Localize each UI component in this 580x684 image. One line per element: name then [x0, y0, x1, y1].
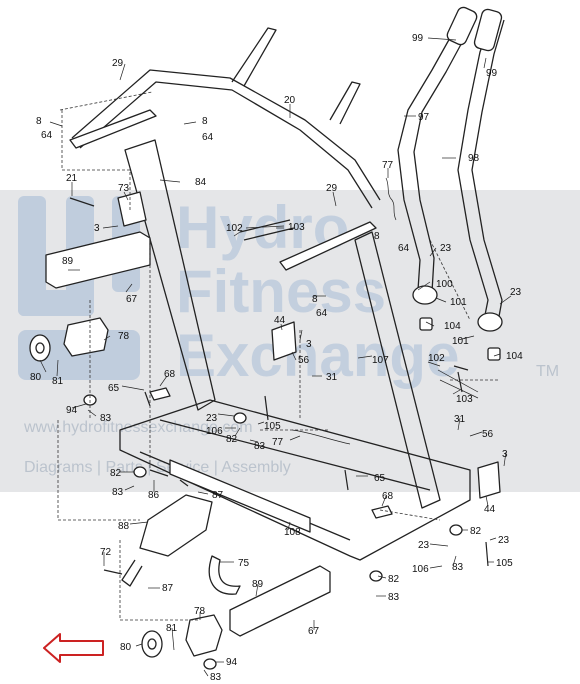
part-label: 87: [162, 583, 174, 594]
part-label: 84: [195, 177, 207, 188]
leader-lines: [39, 37, 512, 677]
part-label: 100: [436, 279, 453, 290]
part-label: 82: [226, 434, 238, 445]
part-label: 23: [206, 413, 218, 424]
part-label: 68: [164, 369, 176, 380]
treadmill-frame-drawing: [29, 6, 505, 670]
part-label: 68: [382, 491, 394, 502]
part-label: 78: [118, 331, 130, 342]
part-label: 67: [126, 294, 138, 305]
part-label: 23: [418, 540, 430, 551]
part-label: 80: [120, 642, 132, 653]
watermark-url: www.hydrofitnessexchange.com: [23, 419, 253, 436]
watermark-trademark: TM: [536, 363, 559, 380]
part-label: 83: [452, 562, 464, 573]
part-label: 64: [316, 308, 328, 319]
part-label: 89: [62, 256, 74, 267]
part-label: 83: [254, 441, 266, 452]
part-label: 44: [484, 504, 496, 515]
part-labels: 29 20 99 99 97 98 8 64 8 64 84 77 21 73 …: [30, 33, 523, 683]
part-label: 8: [374, 231, 380, 242]
part-label: 23: [510, 287, 522, 298]
part-label: 78: [194, 606, 206, 617]
part-label: 99: [486, 68, 498, 79]
part-label: 29: [112, 58, 124, 69]
part-label: 31: [454, 414, 466, 425]
part-label: 104: [444, 321, 461, 332]
part-label: 8: [36, 116, 42, 127]
assembly-dashed-lines: [57, 91, 500, 621]
part-label: 102: [226, 223, 243, 234]
part-label: 106: [412, 564, 429, 575]
part-label: 3: [94, 223, 100, 234]
part-label: 88: [118, 521, 130, 532]
part-label: 73: [118, 183, 130, 194]
part-label: 67: [308, 626, 320, 637]
part-label: 72: [100, 547, 112, 558]
watermark: Hydro Fitness Exchange TM www.hydrofitne…: [0, 190, 580, 492]
part-label: 64: [398, 243, 410, 254]
part-label: 106: [206, 426, 223, 437]
part-label: 103: [288, 222, 305, 233]
part-label: 87: [212, 490, 224, 501]
part-label: 82: [110, 468, 122, 479]
part-label: 23: [498, 535, 510, 546]
part-label: 56: [298, 355, 310, 366]
part-label: 8: [312, 294, 318, 305]
part-label: 101: [450, 297, 467, 308]
watermark-line3: Exchange: [176, 322, 459, 389]
part-label: 3: [306, 339, 312, 350]
part-label: 56: [482, 429, 494, 440]
part-label: 82: [470, 526, 482, 537]
part-label: 29: [326, 183, 338, 194]
part-label: 105: [496, 558, 513, 569]
part-label: 105: [264, 421, 281, 432]
part-label: 81: [52, 376, 64, 387]
part-label: 108: [284, 527, 301, 538]
part-label: 104: [506, 351, 523, 362]
part-label: 99: [412, 33, 424, 44]
part-label: 64: [202, 132, 214, 143]
part-label: 23: [440, 243, 452, 254]
part-label: 94: [66, 405, 78, 416]
part-label: 3: [502, 449, 508, 460]
part-label: 8: [202, 116, 208, 127]
part-label: 80: [30, 372, 42, 383]
part-label: 20: [284, 95, 296, 106]
pointer-arrow: [43, 633, 104, 663]
part-label: 83: [388, 592, 400, 603]
part-label: 65: [374, 473, 386, 484]
part-label: 64: [41, 130, 53, 141]
part-label: 103: [456, 394, 473, 405]
watermark-line2: Fitness: [176, 258, 386, 325]
part-label: 31: [326, 372, 338, 383]
part-label: 83: [100, 413, 112, 424]
part-label: 77: [272, 437, 284, 448]
part-label: 97: [418, 112, 430, 123]
part-label: 107: [372, 355, 389, 366]
part-label: 86: [148, 490, 160, 501]
part-label: 83: [112, 487, 124, 498]
part-label: 98: [468, 153, 480, 164]
part-label: 77: [382, 160, 394, 171]
part-label: 94: [226, 657, 238, 668]
part-label: 89: [252, 579, 264, 590]
part-label: 81: [166, 623, 178, 634]
part-label: 83: [210, 672, 222, 683]
part-label: 44: [274, 315, 286, 326]
part-label: 82: [388, 574, 400, 585]
part-label: 75: [238, 558, 250, 569]
part-label: 21: [66, 173, 78, 184]
part-label: 102: [428, 353, 445, 364]
part-label: 101: [452, 336, 469, 347]
part-label: 65: [108, 383, 120, 394]
